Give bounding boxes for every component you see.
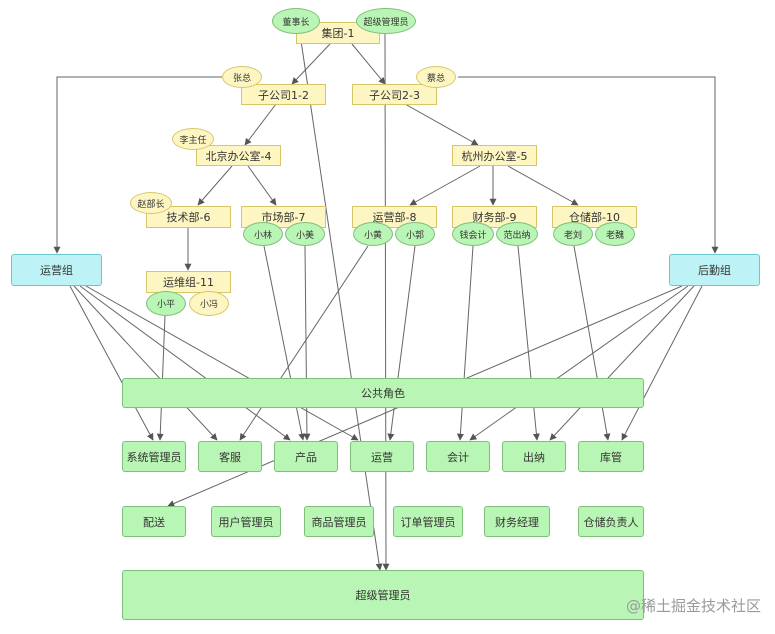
person-xiao-lin: 小林: [243, 222, 283, 246]
edge-zhang-opsgroup: [53, 76, 222, 254]
person-zhao-head: 赵部长: [130, 192, 172, 214]
person-chairman: 董事长: [272, 8, 320, 34]
ops-group: 运营组: [11, 254, 102, 286]
edge-backoffice-warehouse: [621, 285, 703, 441]
role-sys-admin: 系统管理员: [122, 441, 186, 472]
person-xiao-feng: 小冯: [189, 291, 229, 316]
edge-laoliu-warehouse: [573, 245, 611, 441]
role-finance-manager: 财务经理: [484, 506, 550, 537]
person-xiao-huang: 小黄: [353, 222, 393, 246]
person-lao-liu: 老刘: [553, 222, 593, 246]
person-cai-boss: 蔡总: [416, 66, 456, 88]
org-group-hq: 集团-1: [296, 22, 380, 44]
role-product: 产品: [274, 441, 338, 472]
edge-xiaoguo-ops: [387, 245, 416, 441]
org-hangzhou-office: 杭州办公室-5: [452, 145, 537, 166]
role-user-admin: 用户管理员: [211, 506, 281, 537]
watermark: @稀土掘金技术社区: [625, 597, 761, 615]
role-customer-service: 客服: [198, 441, 262, 472]
person-li-director: 李主任: [172, 128, 214, 150]
org-tech-dept: 技术部-6: [146, 206, 231, 228]
role-storage-lead: 仓储负责人: [578, 506, 644, 537]
role-goods-admin: 商品管理员: [304, 506, 374, 537]
edge-opsgroup-ops: [85, 285, 359, 441]
person-superadmin: 超级管理员: [356, 8, 416, 34]
person-xiao-ping: 小平: [146, 291, 186, 316]
edge-opsgroup-cs: [73, 285, 218, 441]
edge-hq-sub23: [351, 43, 386, 85]
edge-fan-cashier: [517, 245, 540, 441]
role-cashier: 出纳: [502, 441, 566, 472]
role-public: 公共角色: [122, 378, 644, 408]
role-super-admin: 超级管理员: [122, 570, 644, 620]
edge-hq-sub12: [291, 43, 331, 85]
edge-xiaohuang-cs: [239, 245, 369, 441]
edge-xiaolin-product: [263, 245, 306, 441]
backoffice-group: 后勤组: [669, 254, 760, 286]
edge-backoffice-cashier: [549, 285, 695, 441]
role-warehouse: 库管: [578, 441, 644, 472]
org-subsidiary-1-2: 子公司1-2: [241, 84, 326, 105]
edge-sub12-beijing: [244, 103, 277, 146]
edge-beijing-market: [247, 165, 277, 206]
edge-qian-accounting: [456, 245, 474, 441]
person-fan-chuna: 范出纳: [496, 222, 538, 246]
person-qian-kuaiji: 钱会计: [452, 222, 494, 246]
role-operations: 运营: [350, 441, 414, 472]
edge-opsgroup-product: [79, 285, 291, 441]
edge-hangzhou-storage: [507, 165, 579, 206]
edge-beijing-tech: [197, 165, 233, 206]
org-beijing-office: 北京办公室-4: [196, 145, 281, 166]
role-order-admin: 订单管理员: [393, 506, 463, 537]
edge-chairman-superadmin: [299, 33, 383, 571]
org-devops-team: 运维组-11: [146, 271, 231, 293]
person-xiao-mei: 小美: [285, 222, 325, 246]
edge-cai-backoffice: [458, 76, 719, 254]
person-xiao-guo: 小郭: [395, 222, 435, 246]
edge-hangzhou-ops: [409, 165, 481, 206]
edge-opsgroup-sysadmin: [69, 285, 154, 441]
person-zhang-boss: 张总: [222, 66, 262, 88]
edge-sub23-hangzhou: [404, 103, 479, 146]
person-lao-wei: 老魏: [595, 222, 635, 246]
edge-superadminperson-superadmin: [382, 33, 390, 571]
org-subsidiary-2-3: 子公司2-3: [352, 84, 437, 105]
edge-backoffice-accounting: [469, 285, 689, 441]
role-accounting: 会计: [426, 441, 490, 472]
role-delivery: 配送: [122, 506, 186, 537]
